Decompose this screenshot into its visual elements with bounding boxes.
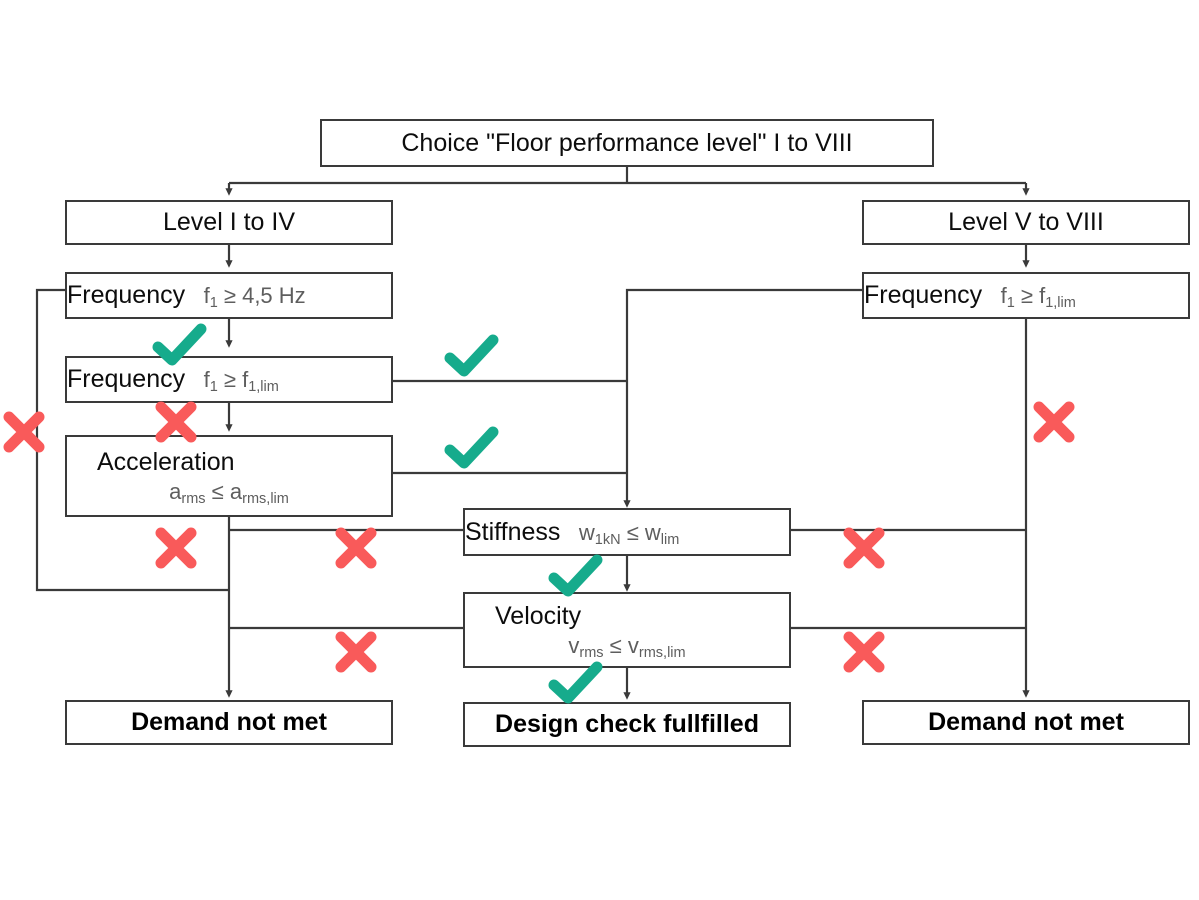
formula-subscript: 1	[209, 379, 218, 396]
cross-icon	[332, 628, 380, 676]
cross-icon	[1030, 398, 1078, 446]
node-result-demand-not-met-left[interactable]: Demand not met	[65, 700, 393, 745]
node-frequency-limit-left-row: Frequency f1 ≥ f1,lim	[67, 365, 391, 396]
formula-symbol: w	[578, 519, 595, 545]
check-icon	[444, 333, 500, 379]
formula-subscript-2: rms,lim	[242, 490, 289, 507]
formula-subscript-2: 1,lim	[248, 379, 279, 396]
cross-icon	[332, 524, 380, 572]
formula-subscript-2: lim	[660, 531, 680, 548]
formula-symbol: f	[203, 367, 210, 392]
node-level-right[interactable]: Level V to VIII	[862, 200, 1190, 245]
formula-symbol: a	[169, 478, 182, 504]
node-stiffness-label: Stiffness	[465, 517, 561, 546]
node-frequency-limit-right-row: Frequency f1 ≥ f1,lim	[864, 281, 1188, 312]
node-acceleration[interactable]: Acceleration arms ≤ arms,lim	[65, 435, 393, 517]
formula-rest: ≥ 4,5 Hz	[217, 283, 306, 308]
node-frequency-limit-left-label: Frequency	[67, 365, 186, 393]
cross-icon	[840, 628, 888, 676]
node-frequency-limit-right[interactable]: Frequency f1 ≥ f1,lim	[862, 272, 1190, 319]
formula-symbol: v	[568, 632, 580, 658]
formula-rest: ≥ f	[217, 367, 249, 392]
formula-subscript: 1kN	[594, 531, 621, 548]
node-frequency-limit-left-formula: f1 ≥ f1,lim	[203, 367, 279, 396]
node-frequency-45hz-row: Frequency f1 ≥ 4,5 Hz	[67, 281, 391, 312]
node-result-mid-label: Design check fullfilled	[495, 710, 759, 738]
node-root-label: Choice "Floor performance level" I to VI…	[401, 128, 853, 157]
formula-subscript: 1	[1006, 295, 1015, 312]
node-level-right-label: Level V to VIII	[948, 208, 1104, 236]
cross-icon	[0, 408, 48, 456]
formula-subscript-2: 1,lim	[1045, 295, 1076, 312]
node-result-demand-not-met-right[interactable]: Demand not met	[862, 700, 1190, 745]
node-velocity-label: Velocity	[495, 601, 582, 630]
node-frequency-45hz-formula: f1 ≥ 4,5 Hz	[203, 283, 306, 312]
cross-icon	[152, 524, 200, 572]
formula-symbol: f	[1000, 283, 1007, 308]
node-velocity-formula: vrms ≤ vrms,lim	[465, 632, 789, 661]
node-frequency-limit-left[interactable]: Frequency f1 ≥ f1,lim	[65, 356, 393, 403]
node-acceleration-formula: arms ≤ arms,lim	[67, 478, 391, 507]
wire-freqright-to-stiffness	[623, 288, 862, 508]
node-root-choice[interactable]: Choice "Floor performance level" I to VI…	[320, 119, 934, 167]
formula-rest: ≤ v	[603, 632, 639, 658]
node-velocity[interactable]: Velocity vrms ≤ vrms,lim	[463, 592, 791, 668]
node-stiffness[interactable]: Stiffness w1kN ≤ wlim	[463, 508, 791, 556]
formula-subscript: 1	[209, 295, 218, 312]
node-frequency-limit-right-formula: f1 ≥ f1,lim	[1000, 283, 1076, 312]
node-result-design-check-fullfilled[interactable]: Design check fullfilled	[463, 702, 791, 747]
formula-subscript-2: rms,lim	[638, 644, 686, 661]
node-level-left[interactable]: Level I to IV	[65, 200, 393, 245]
node-frequency-45hz[interactable]: Frequency f1 ≥ 4,5 Hz	[65, 272, 393, 319]
formula-rest: ≥ f	[1014, 283, 1046, 308]
formula-subscript: rms	[579, 644, 604, 661]
node-frequency-45hz-label: Frequency	[67, 281, 186, 309]
formula-rest: ≤ a	[205, 478, 243, 504]
node-result-right-label: Demand not met	[928, 708, 1124, 736]
check-icon	[444, 425, 500, 471]
node-stiffness-formula: w1kN ≤ wlim	[578, 519, 680, 548]
cross-icon	[840, 524, 888, 572]
node-level-left-label: Level I to IV	[162, 208, 296, 236]
formula-subscript: rms	[181, 490, 206, 507]
formula-symbol: f	[203, 283, 210, 308]
formula-rest: ≤ w	[620, 519, 661, 545]
node-acceleration-label: Acceleration	[97, 447, 235, 476]
node-frequency-limit-right-label: Frequency	[864, 281, 983, 309]
node-stiffness-row: Stiffness w1kN ≤ wlim	[465, 517, 789, 548]
node-result-left-label: Demand not met	[131, 708, 327, 736]
